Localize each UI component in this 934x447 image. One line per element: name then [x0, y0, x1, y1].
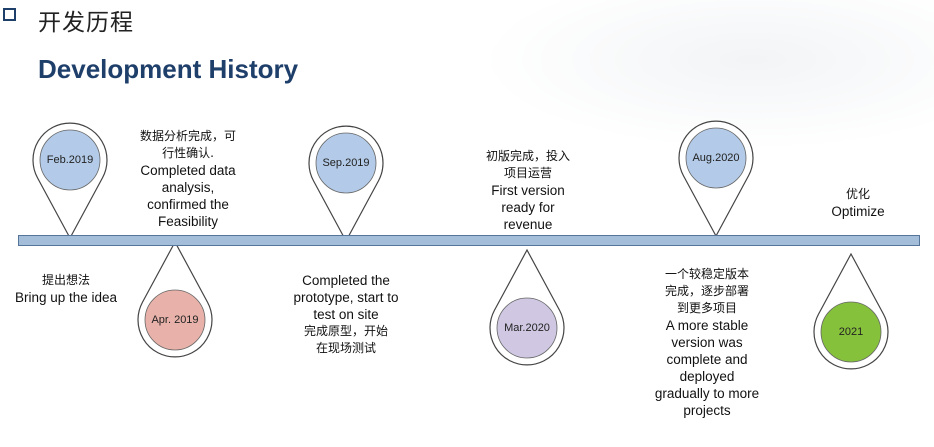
milestone-date-label: Sep.2019	[322, 157, 370, 169]
marker-circle	[496, 297, 558, 359]
header-bullet-icon	[3, 8, 16, 21]
milestone-description: 优化 Optimize	[831, 186, 884, 220]
milestone-marker	[308, 125, 384, 243]
milestone-marker	[137, 240, 213, 358]
milestone-description: 数据分析完成，可 行性确认.Completed data analysis, c…	[140, 128, 236, 230]
marker-circle	[685, 127, 747, 189]
milestone-date-label: Aug.2020	[692, 152, 740, 164]
description-chinese: 一个较稳定版本 完成，逐步部署 到更多项目	[664, 267, 749, 315]
milestone-marker	[489, 248, 565, 366]
milestone-date-label: Feb.2019	[46, 154, 94, 166]
description-english: Completed the prototype, start to test o…	[293, 273, 399, 322]
milestone-date-label: Apr. 2019	[151, 314, 199, 326]
timeline-bar	[18, 235, 920, 246]
milestone-marker	[813, 252, 889, 370]
description-chinese: 优化	[845, 187, 871, 201]
description-chinese: 提出想法	[41, 273, 91, 287]
description-english: First version ready for revenue	[491, 183, 565, 232]
description-english: Bring up the idea	[14, 290, 118, 305]
description-english: Completed data analysis, confirmed the F…	[140, 163, 236, 229]
section-header: 开发历程	[38, 10, 134, 36]
description-english: Optimize	[831, 204, 885, 219]
milestone-description: 提出想法 Bring up the idea	[15, 272, 117, 306]
milestone-marker	[32, 122, 108, 240]
milestone-date-label: 2021	[838, 326, 864, 338]
milestone-date-label: Mar.2020	[504, 322, 550, 334]
marker-circle	[315, 132, 377, 194]
milestone-description: Completed the prototype, start to test o…	[293, 272, 398, 357]
marker-circle	[39, 129, 101, 191]
description-english: A more stable version was complete and d…	[654, 318, 760, 418]
description-chinese: 初版完成，投入 项目运营	[485, 149, 571, 180]
description-chinese: 完成原型，开始 在现场测试	[303, 324, 388, 355]
page-title: Development History	[38, 54, 299, 84]
description-chinese: 数据分析完成，可 行性确认.	[139, 129, 237, 160]
milestone-marker	[678, 120, 754, 238]
marker-circle	[144, 289, 206, 351]
marker-circle	[820, 301, 882, 363]
